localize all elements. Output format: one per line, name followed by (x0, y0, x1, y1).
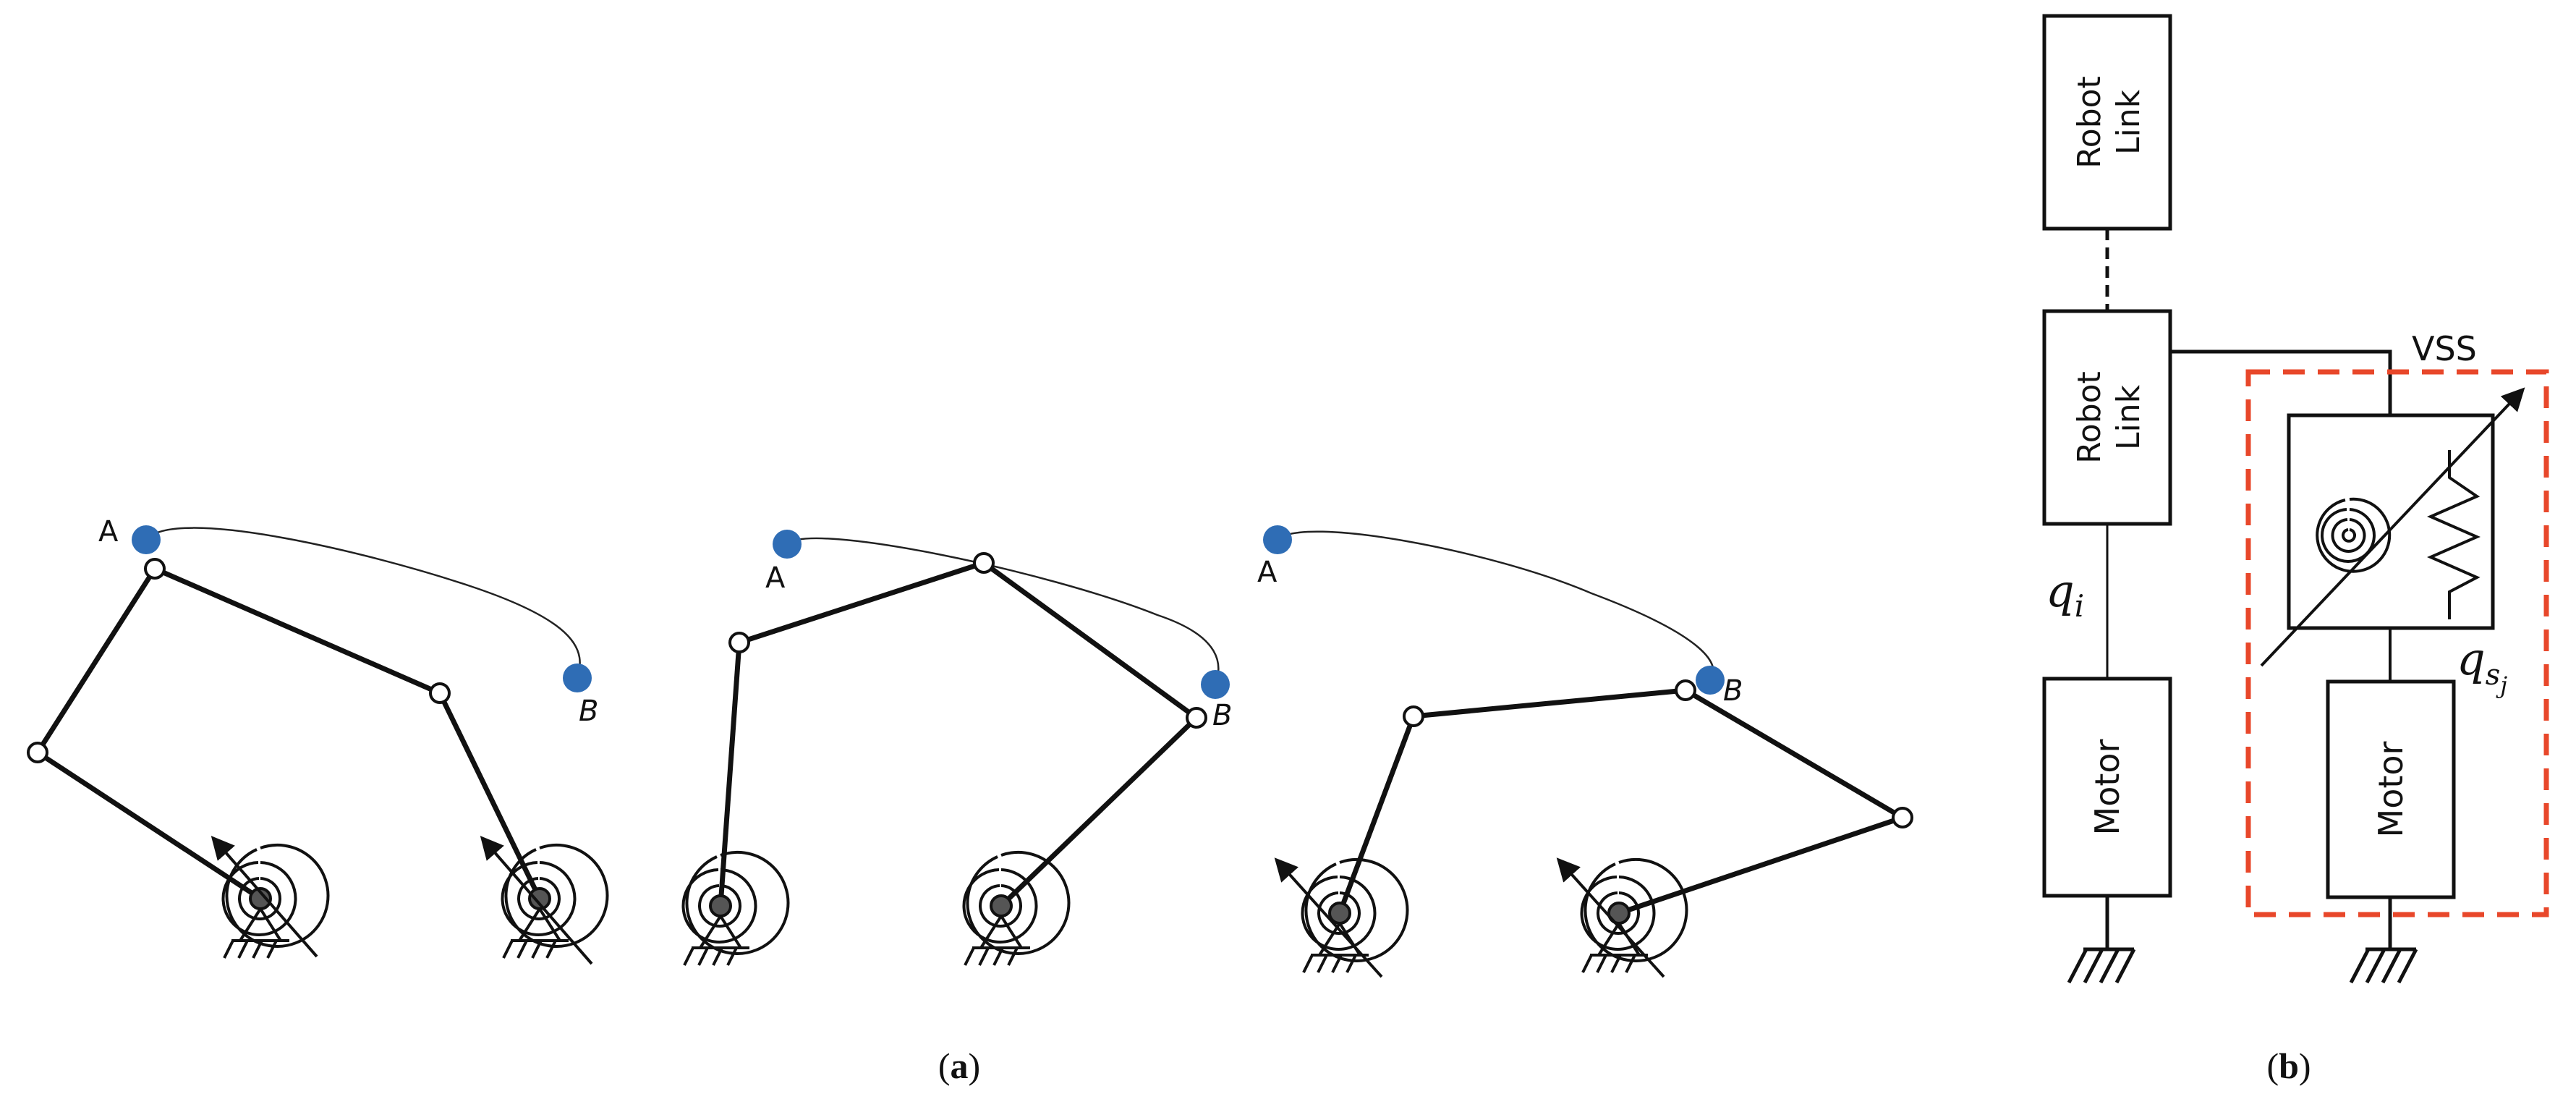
joint-nodes (27, 558, 451, 763)
point-b-marker (1696, 666, 1725, 695)
left-motor-label: Motor (2088, 739, 2127, 835)
ground-icon (2067, 947, 2136, 984)
point-b-label: B (1723, 674, 1743, 708)
spiral-spring-icon (2316, 497, 2392, 573)
variable-stiffness-arrow (2260, 387, 2525, 667)
trajectory-curve (1277, 530, 1714, 681)
mid-robot-link-label: RobotLink (2071, 371, 2147, 464)
link-segments (718, 560, 1199, 908)
robot-configuration-1: A B (27, 515, 609, 965)
joint-nodes (728, 552, 1207, 729)
vss-label: VSS (2412, 329, 2477, 368)
spring-actuator-icon (681, 851, 790, 966)
joint-nodes (1403, 679, 1913, 828)
vss-element-box (2287, 413, 2495, 630)
robot-configuration-3: A B (1257, 525, 1913, 978)
point-b-label: B (1212, 699, 1232, 732)
mid-robot-link-box (2042, 309, 2172, 526)
trajectory-curve (145, 527, 581, 679)
caption-b: (b) (2266, 1046, 2311, 1086)
link-segments (35, 566, 543, 901)
point-b-label: B (579, 695, 598, 728)
zigzag-spring-icon (2427, 450, 2481, 619)
link-segments (1337, 687, 1904, 916)
spring-variable-label: qsj (2457, 632, 2507, 699)
spring-actuator-icon (1556, 857, 1688, 978)
point-a-marker (132, 525, 161, 554)
trajectory-curve (786, 537, 1220, 685)
robot-configuration-2: A B (681, 530, 1232, 966)
spring-actuator-icon (480, 836, 609, 965)
ground-icon (2349, 947, 2418, 984)
joint-variable-label: qi (2046, 564, 2084, 624)
point-b-marker (1201, 670, 1230, 699)
point-a-label: A (1257, 556, 1278, 589)
left-motor-box (2042, 677, 2172, 898)
spring-actuator-icon (1274, 857, 1409, 978)
vss-outline (2245, 369, 2549, 917)
point-a-label: A (765, 561, 786, 595)
point-a-label: A (98, 515, 119, 548)
right-motor-label: Motor (2371, 741, 2410, 837)
top-robot-link-label: RobotLink (2071, 76, 2147, 169)
point-a-marker (773, 530, 802, 559)
spring-actuator-icon (962, 851, 1071, 966)
caption-a: (a) (938, 1046, 980, 1086)
point-b-marker (563, 664, 592, 692)
spring-actuator-icon (211, 836, 330, 959)
link-to-vss-connector (2170, 349, 2392, 415)
panel-a: A B (27, 515, 1913, 1086)
panel-b: RobotLink RobotLink VSS qi Motor qsj (2042, 14, 2549, 1086)
point-a-marker (1263, 525, 1292, 554)
